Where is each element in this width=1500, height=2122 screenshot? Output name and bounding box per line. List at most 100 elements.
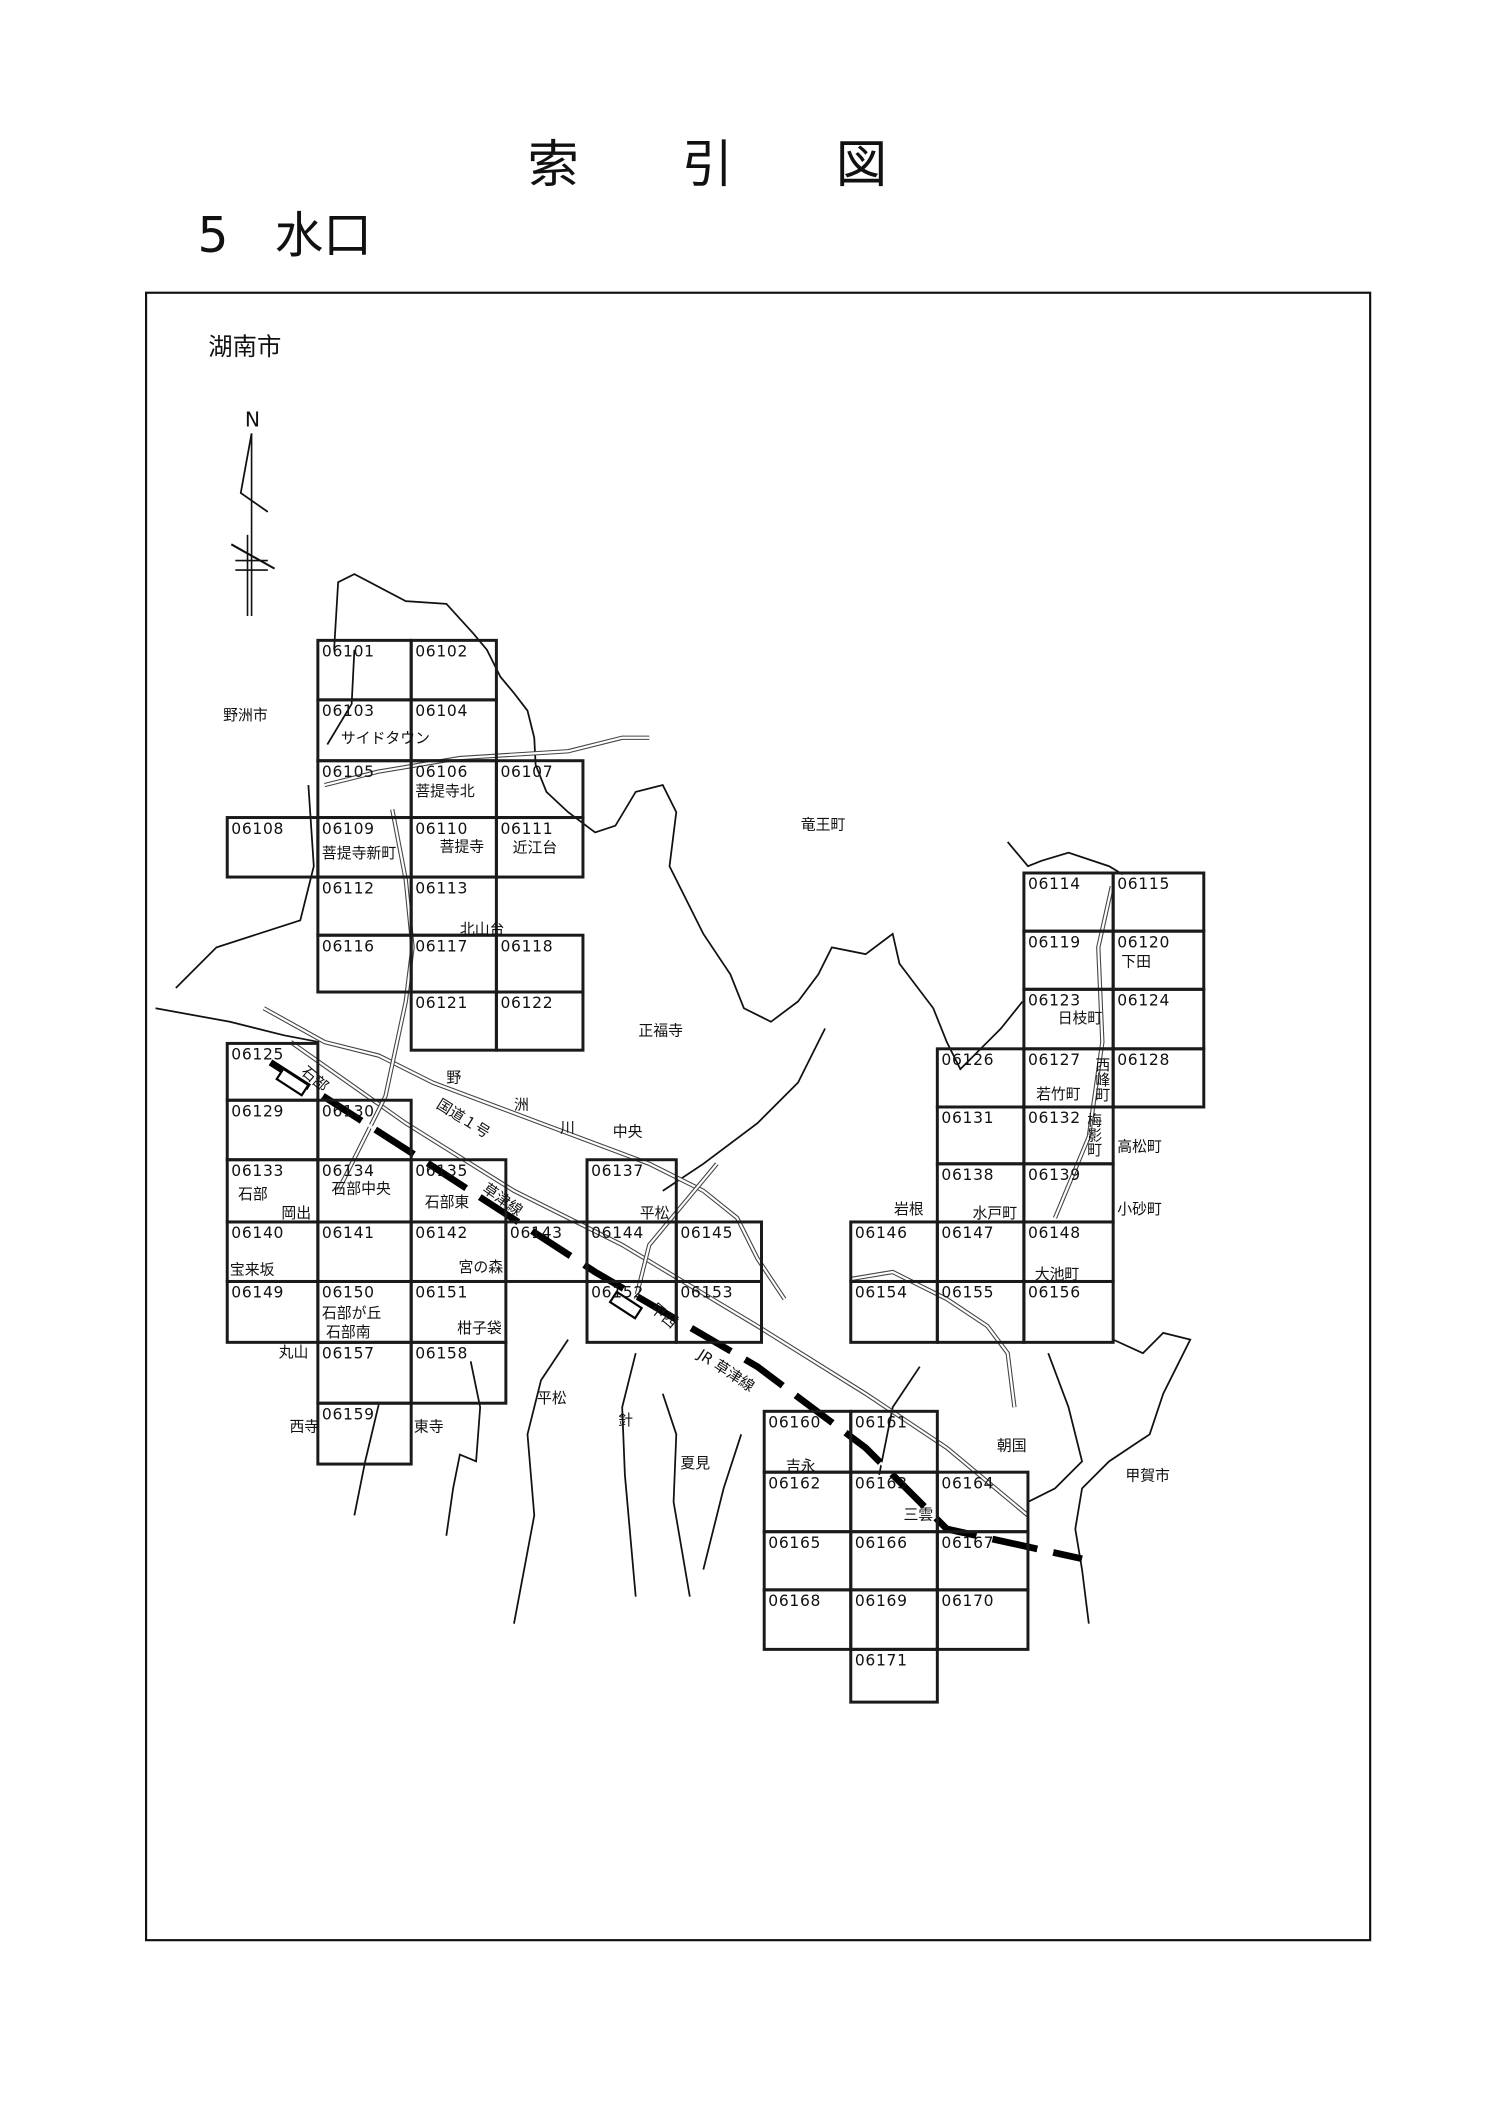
map-sheet-cell[interactable]: 06116 [316, 933, 413, 994]
road-line [851, 1270, 1016, 1408]
map-sheet-cell[interactable]: 06126 [935, 1047, 1026, 1109]
map-sheet-cell[interactable]: 06101 [316, 638, 413, 702]
map-sheet-cell[interactable]: 06147 [935, 1220, 1026, 1283]
map-sheet-number: 06164 [941, 1474, 994, 1492]
map-sheet-cell[interactable]: 06165 [762, 1530, 853, 1592]
station-kosei [608, 1290, 644, 1320]
map-sheet-number: 06158 [415, 1345, 468, 1363]
place-label: 近江台 [513, 839, 558, 857]
place-label: 石部中央 [331, 1180, 391, 1198]
map-sheet-number: 06122 [500, 994, 553, 1012]
map-sheet-number: 06119 [1028, 933, 1081, 951]
map-sheet-number: 06102 [415, 643, 468, 661]
map-sheet-cell[interactable]: 06145 [674, 1220, 763, 1283]
map-sheet-number: 06110 [415, 820, 468, 838]
place-label: JR 草津線 [694, 1345, 758, 1396]
map-sheet-cell[interactable]: 06170 [935, 1588, 1030, 1651]
map-sheet-number: 06155 [941, 1284, 994, 1302]
boundary-line [333, 573, 1024, 1071]
map-sheet-number: 06108 [231, 820, 284, 838]
map-sheet-cell[interactable]: 06149 [225, 1279, 320, 1344]
map-sheet-cell[interactable]: 06115 [1111, 871, 1206, 933]
map-sheet-number: 06140 [231, 1224, 284, 1242]
map-sheet-cell[interactable]: 06156 [1022, 1279, 1115, 1344]
place-labels: 野洲市竜王町サイドタウン菩提寺北菩提寺新町菩提寺近江台北山台正福寺中央平松平松針… [223, 706, 1170, 1523]
map-sheet-cell[interactable]: 06171 [849, 1647, 939, 1704]
map-sheet-cell[interactable]: 06114 [1022, 871, 1115, 933]
map-sheet-cell[interactable]: 06159 [316, 1401, 413, 1466]
map-sheet-number: 06144 [591, 1224, 644, 1242]
place-label: 大池町 [1035, 1265, 1080, 1283]
map-sheet-cell[interactable]: 06117 [409, 933, 498, 994]
boundary-line [661, 1393, 691, 1597]
map-sheet-cell[interactable]: 06121 [409, 990, 498, 1052]
page-title: 索 引 図 [528, 135, 888, 195]
map-sheet-cell-border [494, 816, 585, 879]
map-sheet-cell[interactable]: 06169 [849, 1588, 939, 1651]
map-features [155, 573, 1192, 1624]
map-sheet-cell-border [1111, 1047, 1206, 1109]
place-label: 平松 [640, 1204, 670, 1222]
place-label: 菩提寺北 [415, 782, 475, 800]
place-label: 宝来坂 [230, 1261, 275, 1279]
map-sheet-cell[interactable]: 06161 [849, 1409, 939, 1474]
place-label: 石部南 [326, 1323, 371, 1341]
map-sheet-cell[interactable]: 06131 [935, 1105, 1026, 1166]
map-sheet-number: 06165 [768, 1534, 821, 1552]
map-sheet-number: 06118 [500, 937, 553, 955]
place-label: 東寺 [414, 1418, 444, 1436]
place-label: 野 [446, 1069, 461, 1087]
map-sheet-number: 06169 [855, 1592, 908, 1610]
map-sheet-cell-border [409, 1340, 508, 1405]
map-sheet-cell-border [935, 1588, 1030, 1651]
map-sheet-cell[interactable]: 06102 [409, 638, 498, 702]
map-sheet-cell[interactable]: 06166 [849, 1530, 939, 1592]
map-sheet-cell[interactable]: 06118 [494, 933, 585, 994]
section-number: 5 [197, 208, 228, 264]
place-label: 吉永 [786, 1457, 816, 1475]
map-sheet-cell[interactable]: 06122 [494, 990, 585, 1052]
map-sheet-cell[interactable]: 06124 [1111, 987, 1206, 1051]
map-sheet-number: 06156 [1028, 1284, 1081, 1302]
map-sheet-cell[interactable]: 06139 [1022, 1162, 1115, 1224]
map-sheet-number: 06109 [322, 820, 375, 838]
map-sheet-cell[interactable]: 06168 [762, 1588, 853, 1651]
map-sheet-number: 06157 [322, 1345, 375, 1363]
boundary-line [155, 1007, 320, 1043]
map-sheet-number: 06167 [941, 1534, 994, 1552]
map-sheet-cell[interactable]: 06154 [849, 1279, 939, 1344]
boundary-line [1006, 841, 1124, 876]
map-sheet-cell[interactable]: 06141 [316, 1220, 413, 1283]
station-ishibe [275, 1067, 310, 1097]
map-sheet-cell[interactable]: 06143 [504, 1220, 589, 1283]
map-sheet-cell[interactable]: 06129 [225, 1098, 320, 1162]
river-line [263, 1007, 786, 1300]
map-sheet-cell[interactable]: 06112 [316, 875, 413, 937]
place-label: 若竹町 [1036, 1085, 1081, 1103]
map-sheet-cell[interactable]: 06157 [316, 1340, 413, 1405]
map-sheet-cell[interactable]: 06108 [225, 816, 320, 879]
map-sheet-cell[interactable]: 06107 [494, 759, 585, 820]
map-sheet-cell[interactable]: 06158 [409, 1340, 508, 1405]
map-sheet-cell[interactable]: 06128 [1111, 1047, 1206, 1109]
map-sheet-number: 06113 [415, 879, 468, 897]
river-line [262, 1006, 787, 1301]
map-sheet-cell[interactable]: 06162 [762, 1470, 853, 1534]
map-sheet-cell[interactable]: 06153 [674, 1279, 763, 1344]
map-sheet-number: 06130 [322, 1102, 375, 1120]
road-route-1 [290, 1041, 1029, 1517]
map-sheet-number: 06162 [768, 1474, 821, 1492]
north-arrow-icon: N [230, 408, 276, 617]
map-sheet-cell[interactable]: 06111 [494, 816, 585, 879]
map-sheet-number: 06154 [855, 1284, 908, 1302]
map-sheet-cell-border [316, 1401, 413, 1466]
city-label: 湖南市 [208, 332, 281, 361]
map-sheet-cell[interactable]: 06130 [316, 1098, 413, 1162]
map-sheet-number: 06159 [322, 1405, 375, 1423]
boundary-line [621, 1352, 637, 1597]
boundary-line [1027, 1352, 1084, 1503]
place-label: 石部東 [425, 1193, 470, 1211]
map-sheet-number: 06160 [768, 1414, 821, 1432]
map-sheet-cell[interactable]: 06155 [935, 1279, 1026, 1344]
